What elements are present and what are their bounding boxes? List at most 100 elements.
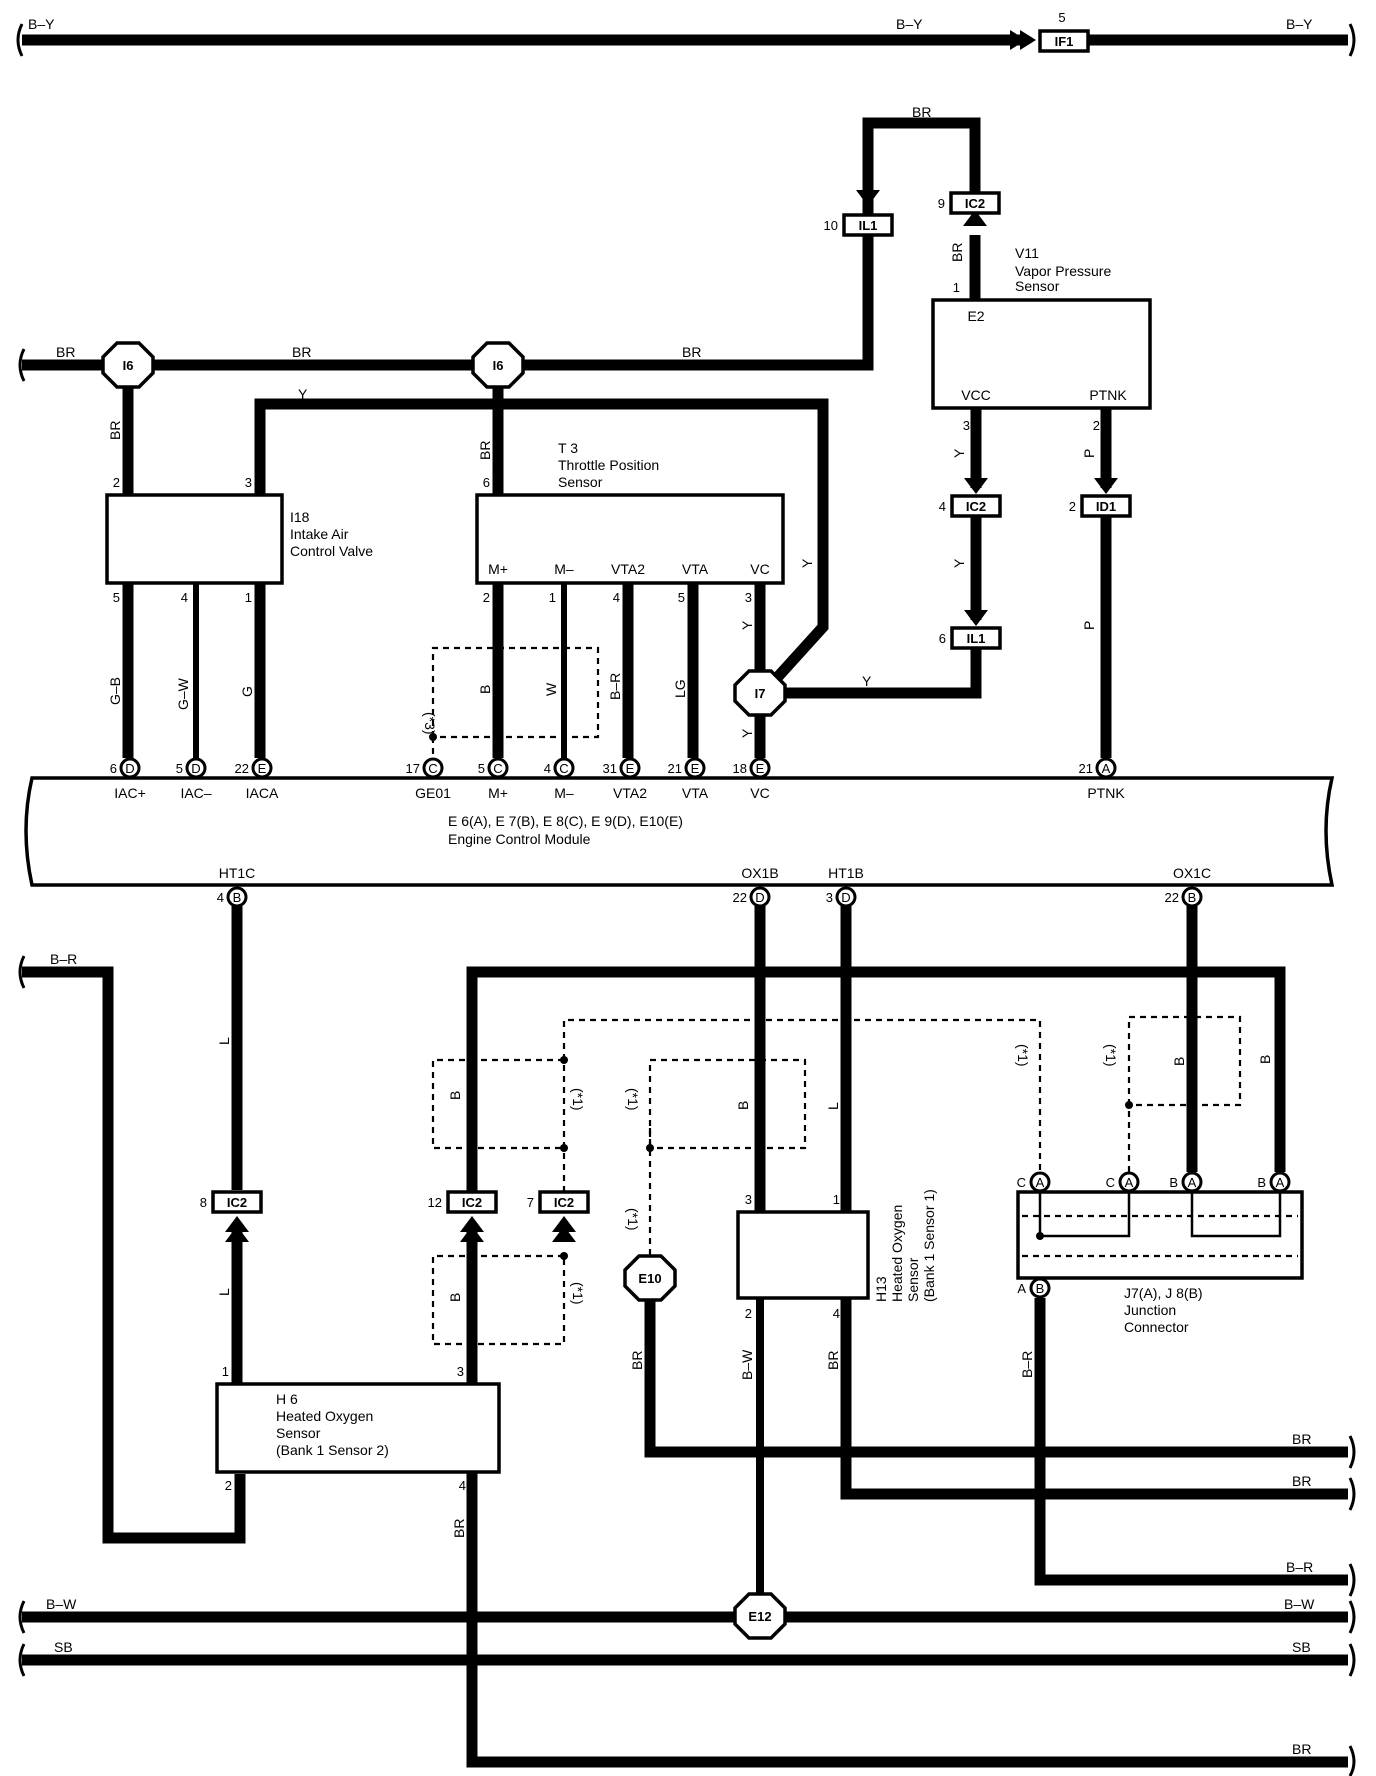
wire-color-label: BR: [1292, 1473, 1311, 1489]
br-left-loop: B–R: [18, 951, 246, 1544]
pin-letter: A: [1102, 761, 1111, 776]
pin-number: 1: [833, 1192, 840, 1207]
pin-number: 3: [245, 475, 252, 490]
v11-vapor-pressure-sensor: V11 Vapor Pressure Sensor E2 VCC PTNK: [931, 245, 1152, 410]
note-label: (*3): [422, 712, 438, 735]
wire-color-label: BR: [629, 1351, 645, 1370]
pin-number: 17: [406, 761, 420, 776]
wire-color-label: P: [1081, 449, 1097, 458]
wire-color-label: BR: [825, 1351, 841, 1370]
wire-color-label: L: [216, 1037, 232, 1045]
connector-id1: ID1: [1096, 499, 1116, 514]
connector-if1: IF1: [1055, 34, 1074, 49]
component-name: Control Valve: [290, 543, 373, 559]
pin-number: 1: [245, 590, 252, 605]
wire-color-label: B: [1257, 1055, 1273, 1064]
pin-letter: D: [755, 890, 764, 905]
wire-color-label: BR: [949, 243, 965, 262]
component-name: Sensor: [558, 474, 603, 490]
pin-letter: B: [1188, 890, 1197, 905]
wire-color-label: Y: [298, 386, 308, 402]
pin-number: 2: [483, 590, 490, 605]
junction-pin: B: [1257, 1175, 1266, 1190]
pin-number: 4: [217, 890, 224, 905]
wire-color-label: B: [477, 685, 493, 694]
component-name: Heated Oxygen: [889, 1205, 905, 1302]
pin-number: 4: [833, 1306, 840, 1321]
wire-color-label: W: [543, 682, 559, 696]
h6-heated-oxygen-sensor: H 6 Heated Oxygen Sensor (Bank 1 Sensor …: [215, 1382, 1348, 1768]
wire-color-label: BR: [451, 1519, 467, 1538]
terminal-label: HT1C: [219, 865, 256, 881]
wire-color-label: G: [239, 686, 255, 697]
pin-number: 21: [1079, 761, 1093, 776]
b-right-loop: B IC2 12 3 IC2 7: [428, 966, 1286, 1384]
pin-number: 3: [457, 1364, 464, 1379]
terminal-label: VC: [750, 561, 769, 577]
wire-color-label: BR: [56, 344, 75, 360]
pin-number: 5: [176, 761, 183, 776]
pin-number: 1: [953, 280, 960, 295]
pin-number: 22: [1165, 890, 1179, 905]
component-code: T 3: [558, 440, 578, 456]
pin-letter: A: [1036, 1175, 1045, 1190]
shield-notes-1: B B B B L (*1) (*1) (*1) (*1) (*1) (*1): [431, 1015, 1242, 1346]
pin-number: 1: [222, 1364, 229, 1379]
pin-letter: C: [559, 761, 568, 776]
terminal-label: IAC–: [180, 785, 211, 801]
pin-letter: A: [1276, 1175, 1285, 1190]
wire-color-label: SB: [54, 1639, 73, 1655]
pin-number: 2: [745, 1306, 752, 1321]
terminal-label: M–: [554, 785, 574, 801]
t3-throttle-position-sensor: T 3 Throttle Position Sensor 6 M+ M– VTA…: [475, 440, 785, 758]
pin-number: 2: [1093, 418, 1100, 433]
vcc-wire: 3 Y IC2 4 Y IL1 6 Y: [783, 408, 1002, 699]
component-code: V11: [1015, 245, 1039, 261]
terminal-label: GE01: [415, 785, 451, 801]
pin-letter: E: [691, 761, 700, 776]
br-bus: I6 I6 BR BR BR BR BR: [18, 341, 701, 495]
engine-control-module: D D E C C C E E E A 6 5 22 17 5 4 31 21 …: [24, 757, 1335, 1212]
note-label: (*1): [570, 1282, 586, 1305]
pin-number: 5: [1058, 10, 1065, 25]
connector-ic2: IC2: [965, 196, 985, 211]
by-bus-top: B–Y B–Y B–Y IF1 5: [16, 10, 1356, 57]
wire-color-label: BR: [477, 441, 493, 460]
terminal-label: OX1C: [1173, 865, 1211, 881]
component-code: I18: [290, 509, 310, 525]
wire-color-label: B–R: [1019, 1351, 1035, 1378]
e10-ground: E10 BR: [623, 1254, 1348, 1458]
connector-ic2: IC2: [227, 1195, 247, 1210]
wire-color-label: B–R: [607, 673, 623, 700]
note-label: (*1): [1103, 1044, 1119, 1067]
pin-number: 7: [527, 1195, 534, 1210]
wire-color-label: P: [1081, 621, 1097, 630]
pin-number: 5: [478, 761, 485, 776]
pin-number: 6: [110, 761, 117, 776]
pin-number: 2: [1069, 499, 1076, 514]
pin-letter: E: [756, 761, 765, 776]
ecm-name: Engine Control Module: [448, 831, 591, 847]
wire-color-label: BR: [1292, 1431, 1311, 1447]
ht1c-wire: IC2 8 L L 1: [200, 1037, 263, 1384]
pin-number: 31: [603, 761, 617, 776]
wire-color-label: BR: [292, 344, 311, 360]
pin-number: 6: [483, 475, 490, 490]
component-name: Heated Oxygen: [276, 1408, 373, 1424]
note-label: (*1): [625, 1208, 641, 1231]
component-name: Intake Air: [290, 526, 349, 542]
pin-letter: C: [493, 761, 502, 776]
wire-color-label: B–W: [46, 1596, 77, 1612]
wire-color-label: B: [447, 1293, 463, 1302]
connector-i6: I6: [123, 358, 134, 373]
connector-il1: IL1: [859, 218, 878, 233]
wire-color-label: B: [447, 1091, 463, 1100]
junction-pin: B: [1169, 1175, 1178, 1190]
terminal-label: PTNK: [1087, 785, 1125, 801]
wire-color-label: B: [735, 1101, 751, 1110]
junction-connector: A A A A B C C B B A J7(A), J 8(B) Juncti…: [1016, 1171, 1348, 1586]
pin-number: 18: [733, 761, 747, 776]
component-code: J7(A), J 8(B): [1124, 1285, 1203, 1301]
pin-number: 2: [113, 475, 120, 490]
connector-ic2: IC2: [462, 1195, 482, 1210]
